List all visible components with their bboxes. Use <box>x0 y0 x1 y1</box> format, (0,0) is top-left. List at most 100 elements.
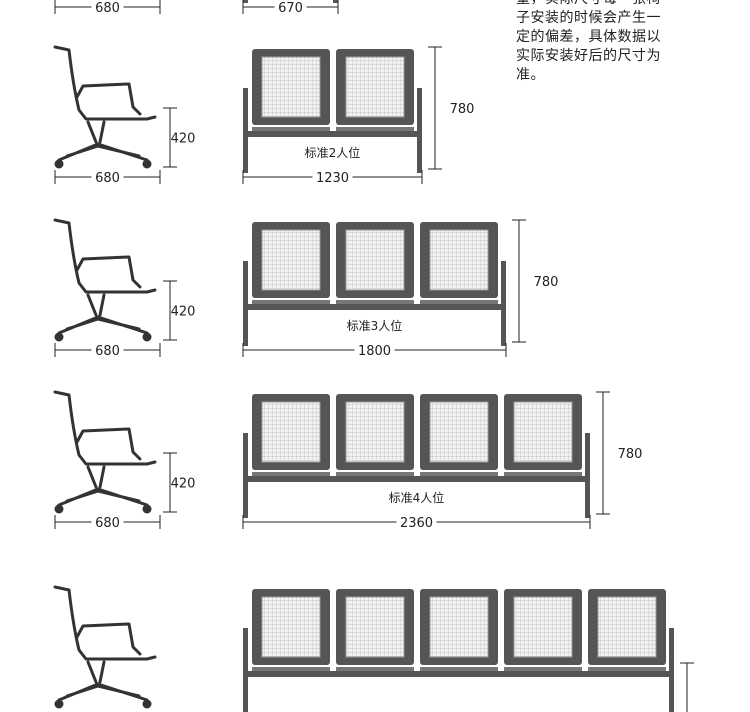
seat-pan <box>420 472 498 476</box>
seat-row-1: 680420780标准1人位670 <box>54 0 339 16</box>
seat-back-mesh <box>261 229 321 291</box>
bench-left-post <box>243 628 248 712</box>
seat-pan <box>504 472 582 476</box>
side-width-dimension-label-bg <box>91 169 124 185</box>
bench-seat-label: 标准2人位 <box>305 145 361 160</box>
side-height-dimension-label: 420 <box>171 477 196 492</box>
bench-left-post <box>243 261 248 346</box>
bench-width-dimension-label: 2360 <box>400 516 433 531</box>
bench-width-dimension-label-bg <box>312 169 353 185</box>
chair-foot <box>142 332 152 342</box>
seat-row-5 <box>53 585 694 712</box>
bench-left-post <box>243 433 248 518</box>
seat-pan <box>252 472 330 476</box>
front-view-bench <box>243 49 422 173</box>
chair-foot <box>54 699 64 709</box>
bench-height-dimension-label: 780 <box>450 102 475 117</box>
bench-width-dimension-label-bg <box>274 0 307 15</box>
chair-foot <box>142 504 152 514</box>
seat-back-mesh <box>261 56 321 118</box>
side-view-chair <box>53 218 157 342</box>
side-width-dimension-label: 680 <box>95 171 120 186</box>
note-line: 实际安装好后的尺寸为 <box>516 48 661 64</box>
seat-back-mesh <box>261 596 321 658</box>
chair-base-legs <box>57 142 149 162</box>
bench-right-post <box>333 0 338 3</box>
front-view-bench <box>243 222 506 346</box>
side-view-chair <box>53 45 157 169</box>
bench-beam <box>243 131 422 137</box>
seat-back-mesh <box>429 596 489 658</box>
seat-back-mesh <box>345 56 405 118</box>
chair-armrest <box>75 427 142 461</box>
seat-pan <box>252 127 330 131</box>
note-line: 准。 <box>516 67 545 83</box>
side-width-dimension-label: 680 <box>95 516 120 531</box>
side-view-chair <box>53 390 157 514</box>
chair-armrest <box>75 622 142 656</box>
bench-beam <box>243 671 674 677</box>
bench-left-post <box>243 88 248 173</box>
side-width-dimension-label: 680 <box>95 1 120 16</box>
front-view-bench <box>243 0 338 3</box>
chair-armrest <box>75 82 142 116</box>
seat-pan <box>588 667 666 671</box>
front-view-bench <box>243 589 674 712</box>
side-width-dimension-label-bg <box>91 514 124 530</box>
side-height-dimension-label: 420 <box>171 305 196 320</box>
seat-pan <box>420 300 498 304</box>
note-line: 量，实际尺寸每一张椅 <box>516 0 716 9</box>
chair-foot <box>54 504 64 514</box>
chair-base-legs <box>57 315 149 335</box>
chair-column <box>86 120 106 144</box>
side-width-dimension-label-bg <box>91 342 124 358</box>
side-width-dimension-label: 680 <box>95 344 120 359</box>
chair-column <box>86 465 106 489</box>
seat-back-mesh <box>345 229 405 291</box>
seat-pan <box>336 127 414 131</box>
bench-left-post <box>243 0 248 3</box>
chair-column <box>86 293 106 317</box>
seat-pan <box>336 667 414 671</box>
bench-height-dimension-label: 780 <box>618 447 643 462</box>
side-view-chair <box>53 585 157 709</box>
side-width-dimension-label-bg <box>91 0 124 15</box>
chair-armrest <box>75 255 142 289</box>
bench-right-post <box>417 88 422 173</box>
note-line: 子安装的时候会产生一 <box>516 10 661 26</box>
bench-beam <box>243 304 506 310</box>
note-line: 定的偏差，具体数据以 <box>516 29 661 45</box>
bench-height-dimension-label: 780 <box>534 275 559 290</box>
seat-back-mesh <box>513 401 573 463</box>
chair-back-seat <box>53 218 157 294</box>
chair-base-legs <box>57 682 149 702</box>
chair-back-seat <box>53 585 157 661</box>
bench-width-dimension-label: 1800 <box>358 344 391 359</box>
seat-row-4: 680 420 780 标准4人位 2360 <box>53 390 643 531</box>
chair-base-legs <box>57 487 149 507</box>
seat-pan <box>336 472 414 476</box>
seat-back-mesh <box>345 401 405 463</box>
seat-back-mesh <box>429 401 489 463</box>
bench-seat-label: 标准4人位 <box>389 490 445 505</box>
seat-back-mesh <box>513 596 573 658</box>
chair-foot <box>54 159 64 169</box>
side-height-dimension-label: 420 <box>171 132 196 147</box>
bench-width-dimension-label-bg <box>354 342 395 358</box>
seat-pan <box>252 667 330 671</box>
bench-beam <box>243 476 590 482</box>
chair-foot <box>54 332 64 342</box>
bench-width-dimension-label-bg <box>396 514 437 530</box>
front-view-bench <box>243 394 590 518</box>
seat-back-mesh <box>261 401 321 463</box>
seat-pan <box>336 300 414 304</box>
seat-pan <box>252 300 330 304</box>
seat-pan <box>420 667 498 671</box>
chair-column <box>86 660 106 684</box>
chair-foot <box>142 699 152 709</box>
bench-width-dimension-label: 670 <box>278 1 303 16</box>
seat-back-mesh <box>345 596 405 658</box>
